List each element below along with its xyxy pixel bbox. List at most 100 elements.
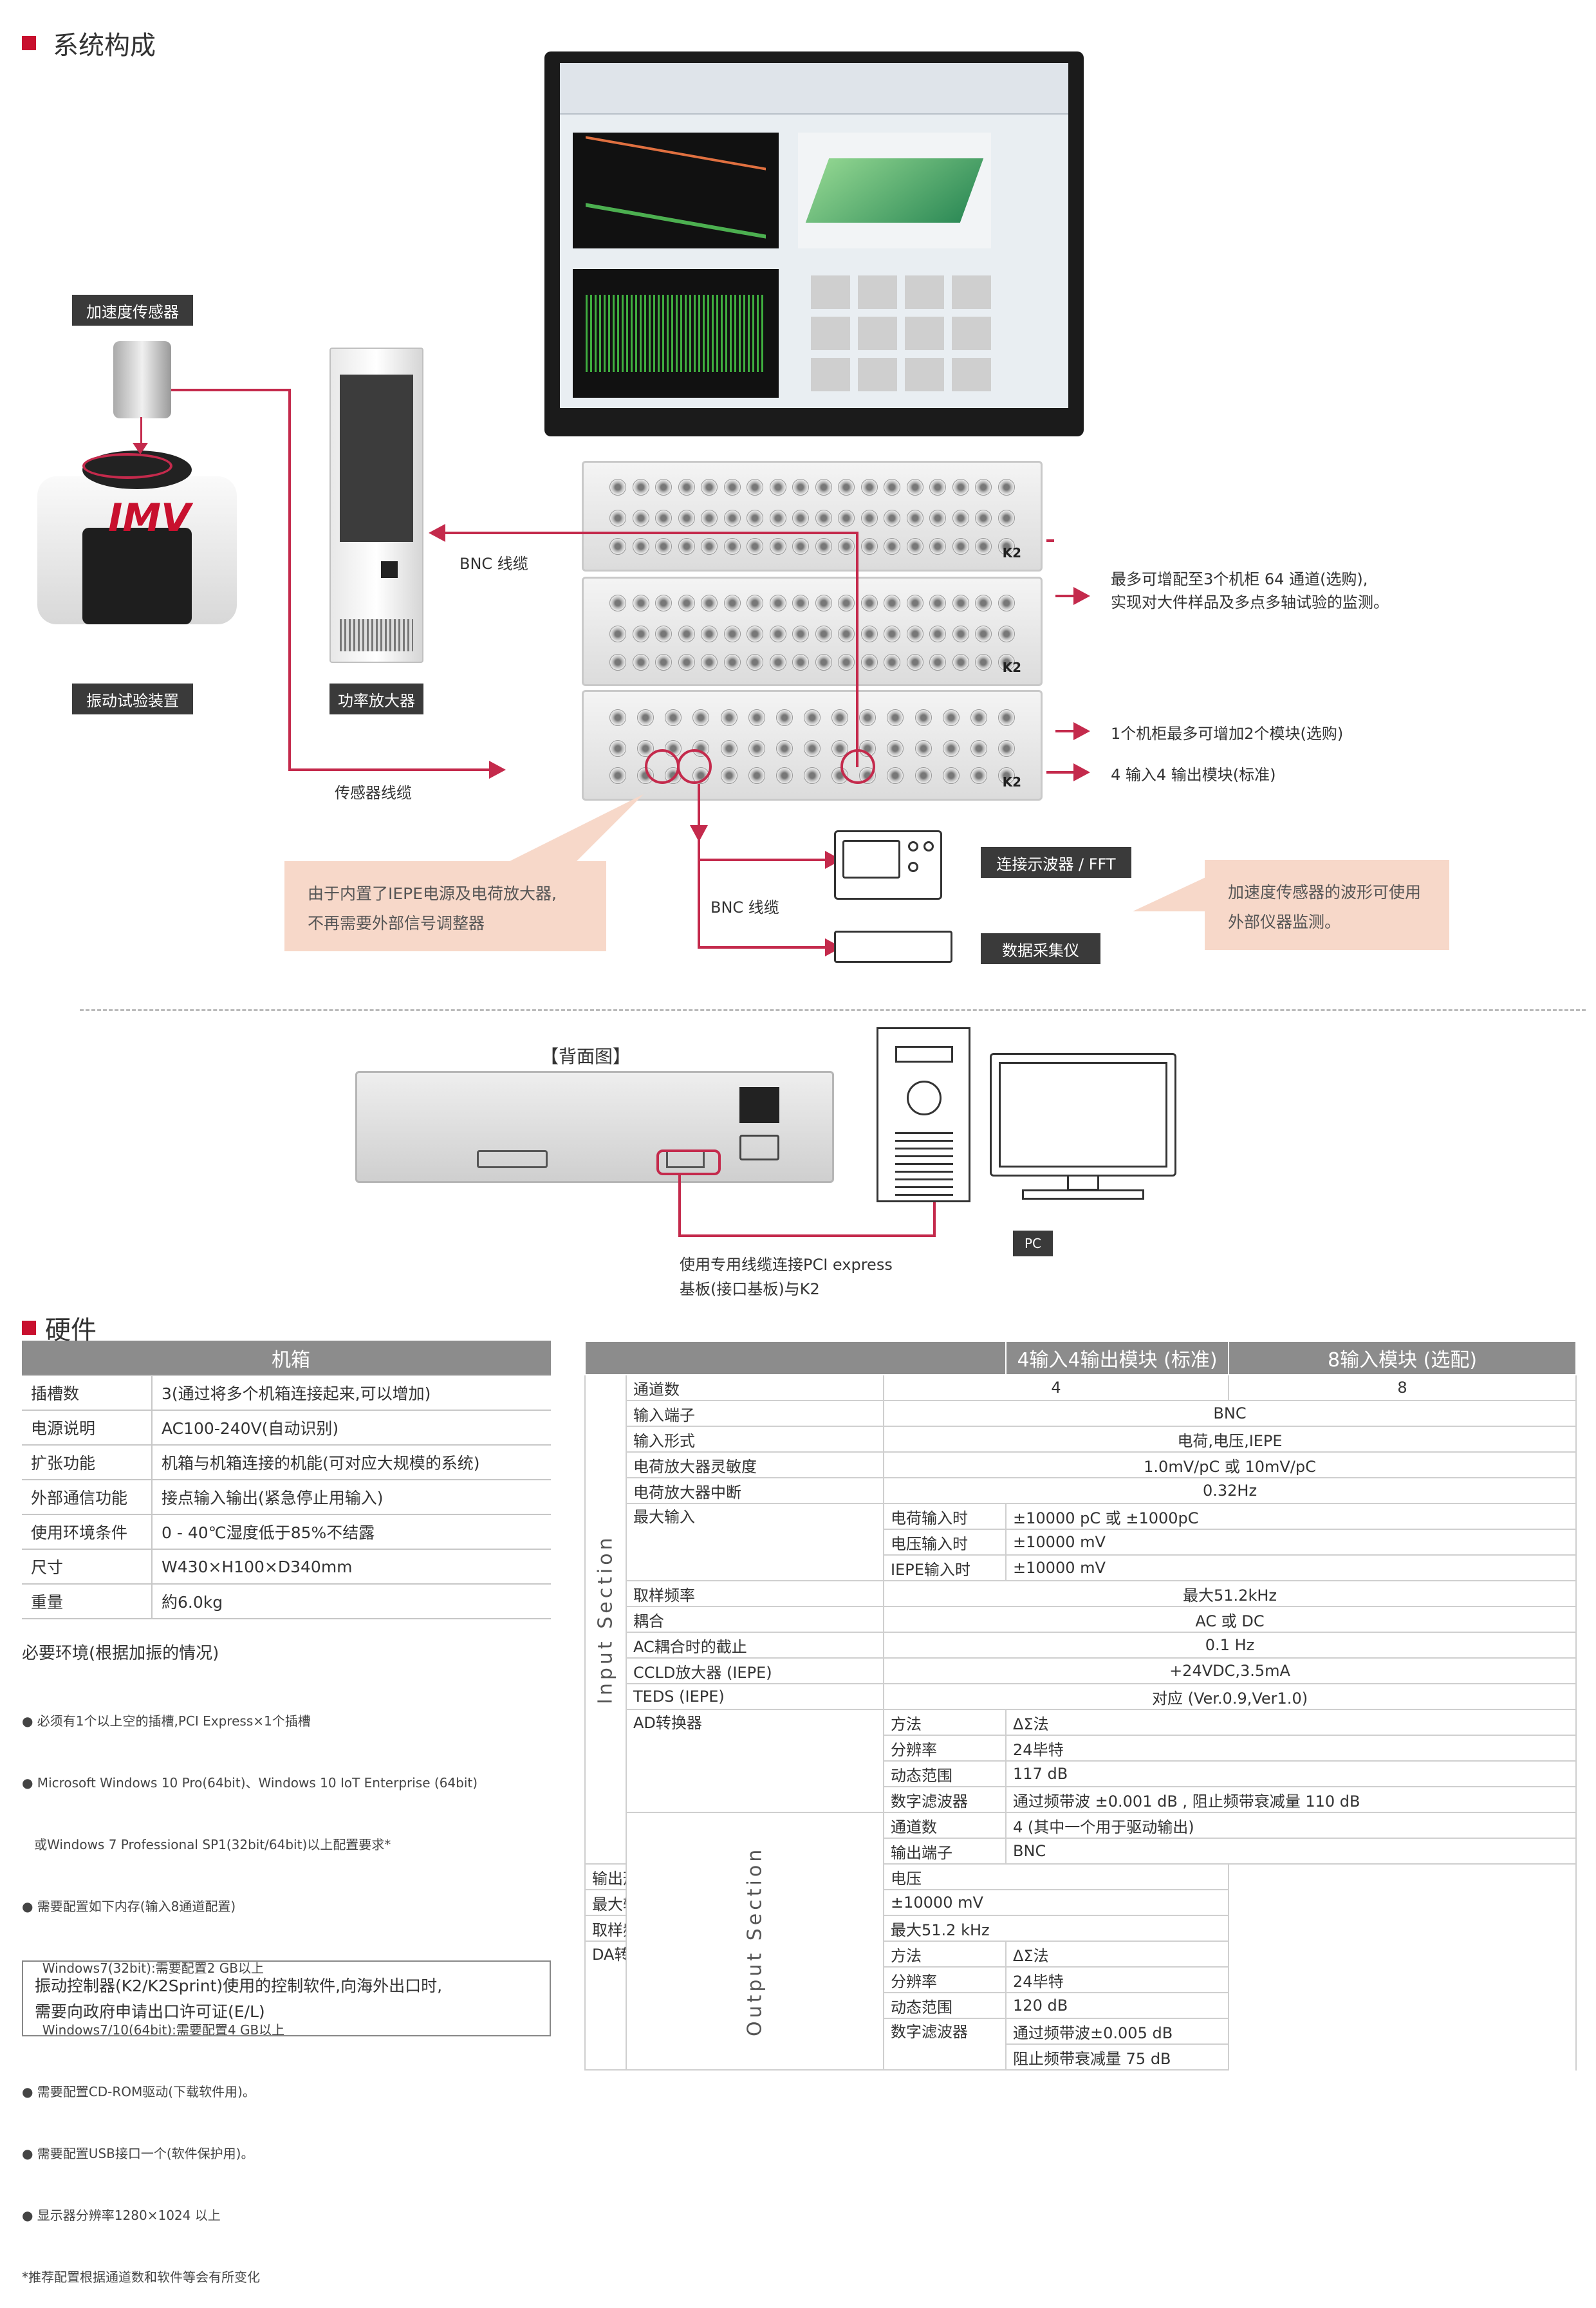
rack-label: K2 <box>1002 545 1021 561</box>
connector-row <box>609 476 1015 499</box>
table-row: 取样频率最大51.2kHz <box>585 1580 1577 1607</box>
rear-note: 使用专用线缆连接PCI express 基板(接口基板)与K2 <box>680 1252 893 1301</box>
cell: 取样频率 <box>626 1580 884 1607</box>
table-row: 阻止频带衰减量 75 dB <box>585 2043 1576 2071</box>
title-square-icon <box>22 1321 36 1335</box>
highlight-ring <box>645 749 680 784</box>
bnc-cable-arrow <box>429 524 445 542</box>
bnc-out-line <box>698 946 833 949</box>
cell: 方法 <box>882 1940 1007 1968</box>
note-line <box>1055 730 1075 732</box>
sensor-cable-line <box>171 389 291 391</box>
input-section-label: Input Section <box>585 1375 626 1864</box>
daq-image <box>834 931 952 963</box>
cell: 输出端子 <box>882 1838 1007 1865</box>
rear-view-title: 【背面图】 <box>541 1046 631 1067</box>
cell: 对应 (Ver.0.9,Ver1.0) <box>882 1683 1577 1710</box>
label-accel-sensor-text: 加速度传感器 <box>86 302 179 321</box>
rack-2: K2 <box>582 577 1043 686</box>
label-oscilloscope: 连接示波器 / FFT <box>981 847 1131 878</box>
sensor-mount-highlight <box>82 453 172 479</box>
row-value: 机箱与机箱连接的机能(可对应大规模的系统) <box>152 1445 551 1480</box>
row-value: 接点输入输出(紧急停止用输入) <box>152 1480 551 1515</box>
table-row: 扩张功能机箱与机箱连接的机能(可对应大规模的系统) <box>22 1445 551 1480</box>
table-row: Input Section 通道数 4 8 <box>585 1374 1577 1864</box>
export-note-line2: 需要向政府申请出口许可证(E/L) <box>35 2002 265 2021</box>
bnc-cable-line <box>444 532 858 534</box>
cell: 方法 <box>882 1709 1007 1736</box>
table-row: 外部通信功能接点输入输出(紧急停止用输入) <box>22 1480 551 1515</box>
env-item: ● 显示器分辨率1280×1024 以上 <box>22 2208 221 2223</box>
sensor-mount-arrow <box>133 443 148 454</box>
cell: ΔΣ法 <box>1005 1940 1230 1968</box>
row-key: 外部通信功能 <box>22 1480 153 1515</box>
cell: 输入端子 <box>626 1400 884 1427</box>
rear-note-line1: 使用专用线缆连接PCI express <box>680 1256 893 1274</box>
row-key: 重量 <box>22 1584 153 1619</box>
connector-row <box>609 706 1015 729</box>
rear-note-line2: 基板(接口基板)与K2 <box>680 1280 820 1298</box>
cell: 电荷放大器灵敏度 <box>626 1451 884 1478</box>
amplifier-image <box>329 348 423 663</box>
title-square-icon <box>22 36 36 50</box>
callout-right-line1: 加速度传感器的波形可使用 <box>1228 883 1422 902</box>
callout-right-pointer <box>1133 875 1210 911</box>
cell: 耦合 <box>626 1606 884 1633</box>
cell: 通道数 <box>626 1374 884 1401</box>
spec-header-standard: 4输入4输出模块 (标准) <box>1005 1341 1230 1375</box>
cell: 动态范围 <box>882 1992 1007 2019</box>
note-chassis-line2: 实现对大件样品及多点多轴试验的监测。 <box>1111 593 1389 611</box>
cell: 最大输出 <box>584 1889 627 1916</box>
export-note-box: 振动控制器(K2/K2Sprint)使用的控制软件,向海外出口时, 需要向政府申… <box>22 1960 551 2036</box>
cell: 动态范围 <box>882 1760 1007 1787</box>
connector-row <box>609 651 1015 674</box>
cell: 24毕特 <box>1005 1966 1230 1993</box>
cell: TEDS (IEPE) <box>626 1683 884 1710</box>
chassis-table-header: 机箱 <box>22 1341 551 1376</box>
cell: BNC <box>882 1400 1577 1427</box>
cell: 最大输入 <box>626 1503 884 1581</box>
label-daq-text: 数据采集仪 <box>1002 941 1079 960</box>
cell: 分辨率 <box>882 1966 1007 1993</box>
cell: CCLD放大器 (IEPE) <box>626 1657 884 1684</box>
cell: 阻止频带衰减量 75 dB <box>1005 2043 1230 2071</box>
row-value: 約6.0kg <box>152 1584 551 1619</box>
table-row: 输入形式电荷,电压,IEPE <box>585 1426 1577 1453</box>
row-key: 电源说明 <box>22 1410 153 1446</box>
row-key: 尺寸 <box>22 1549 153 1585</box>
label-amplifier-text: 功率放大器 <box>338 691 415 710</box>
cell: ±10000 mV <box>882 1889 1230 1916</box>
cell: DA转换器 <box>584 1940 627 2071</box>
cell: IEPE输入时 <box>882 1554 1007 1581</box>
cell: 8 <box>1228 1374 1577 1401</box>
table-row: 最大输入电荷输入时±10000 pC 或 ±1000pC <box>585 1503 1577 1581</box>
accelerometer-image <box>113 341 171 418</box>
note-chassis-line1: 最多可增配至3个机柜 64 通道(选购), <box>1111 570 1368 588</box>
table-row: 输出形式电压 <box>584 1863 1576 1890</box>
note-arrow <box>1073 722 1090 740</box>
cell: +24VDC,3.5mA <box>882 1657 1577 1684</box>
highlight-ring <box>677 749 712 784</box>
cell: 0.1 Hz <box>882 1632 1577 1659</box>
label-sensor-cable: 传感器线缆 <box>335 784 412 802</box>
software-screenshot <box>560 63 1068 408</box>
cell: ±10000 mV <box>1005 1554 1577 1581</box>
cell: 120 dB <box>1005 1992 1230 2019</box>
table-row: Output Section 通道数 4 (其中一个用于驱动输出) —— <box>585 1812 1577 2070</box>
cell: 分辨率 <box>882 1735 1007 1762</box>
bnc-out-arrow <box>690 825 708 842</box>
cell: 电荷放大器中断 <box>626 1477 884 1504</box>
env-item: 或Windows 7 Professional SP1(32bit/64bit)… <box>22 1837 391 1852</box>
label-shaker-text: 振动试验装置 <box>86 691 179 710</box>
env-item: ● 必须有1个以上空的插槽,PCI Express×1个插槽 <box>22 1713 311 1729</box>
rear-port-line <box>678 1234 936 1237</box>
table-row: 重量約6.0kg <box>22 1584 551 1619</box>
rear-port-line <box>678 1175 681 1237</box>
connector-row <box>609 591 1015 615</box>
